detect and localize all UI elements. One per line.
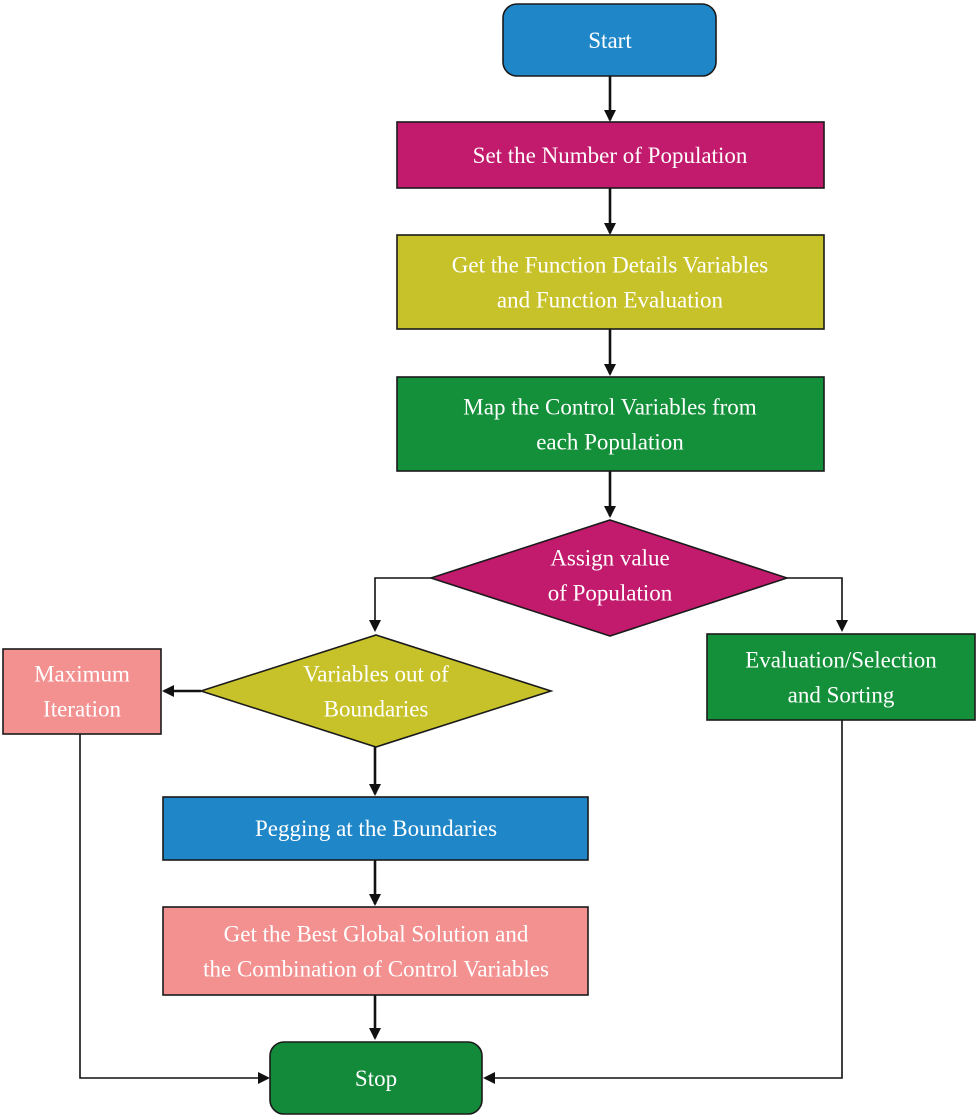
pegging-label: Pegging at the Boundaries	[255, 816, 497, 841]
node-label-line: Maximum	[34, 662, 130, 687]
best-solution-label: Get the Best Global Solution and the Comb…	[203, 922, 549, 982]
assign-value-shape	[428, 519, 790, 637]
node-variables-out: Variables out of Boundaries	[198, 634, 554, 748]
stop-shape	[269, 1041, 483, 1115]
node-label-line: Start	[588, 28, 632, 53]
node-evaluation-sorting: Evaluation/Selection and Sorting	[706, 633, 976, 721]
edge-assign-to-variables	[369, 577, 432, 632]
node-set-population: Set the Number of Population	[396, 121, 825, 189]
map-variables-shape	[396, 376, 825, 472]
variables-out-label: Variables out of Boundaries	[303, 662, 449, 722]
node-label-line: Set the Number of Population	[473, 143, 748, 168]
evaluation-sorting-shape	[706, 633, 976, 721]
node-get-function: Get the Function Details Variables and Fu…	[396, 234, 825, 330]
node-label-line: and Sorting	[788, 683, 895, 708]
evaluation-sorting-label: Evaluation/Selection and Sorting	[745, 648, 937, 708]
node-label-line: Get the Function Details Variables	[452, 253, 768, 278]
edge-maximum-to-stop	[79, 734, 270, 1084]
node-label-line: each Population	[536, 430, 684, 455]
pegging-shape	[162, 796, 589, 861]
node-assign-value: Assign value of Population	[428, 519, 790, 637]
node-label-line: Get the Best Global Solution and	[224, 922, 529, 947]
node-label-line: Assign value	[550, 546, 669, 571]
stop-label: Stop	[355, 1066, 397, 1091]
node-label-line: Stop	[355, 1066, 397, 1091]
node-label-line: Evaluation/Selection	[745, 648, 937, 673]
maximum-iteration-shape	[2, 648, 162, 735]
node-label-line: the Combination of Control Variables	[203, 957, 549, 982]
node-label-line: and Function Evaluation	[497, 288, 724, 313]
node-map-variables: Map the Control Variables from each Popul…	[396, 376, 825, 472]
assign-value-label: Assign value of Population	[548, 546, 673, 606]
set-population-shape	[396, 121, 825, 189]
set-population-label: Set the Number of Population	[473, 143, 748, 168]
node-label-line: Variables out of	[303, 662, 449, 687]
get-function-label: Get the Function Details Variables and Fu…	[452, 253, 768, 313]
node-label-line: Boundaries	[324, 697, 429, 722]
node-label-line: Map the Control Variables from	[463, 395, 757, 420]
edge-assign-to-evaluation	[786, 577, 848, 632]
node-label-line: Pegging at the Boundaries	[255, 816, 497, 841]
node-stop: Stop	[269, 1041, 483, 1115]
node-best-solution: Get the Best Global Solution and the Comb…	[162, 906, 589, 996]
get-function-shape	[396, 234, 825, 330]
node-label-line: Iteration	[43, 697, 121, 722]
start-shape	[502, 3, 717, 77]
node-start: Start	[502, 3, 717, 77]
connectors	[79, 76, 848, 1084]
start-label: Start	[588, 28, 632, 53]
variables-out-shape	[198, 634, 554, 748]
node-pegging: Pegging at the Boundaries	[162, 796, 589, 861]
edge-evaluation-to-stop	[483, 720, 843, 1084]
best-solution-shape	[162, 906, 589, 996]
map-variables-label: Map the Control Variables from each Popul…	[463, 395, 757, 455]
node-label-line: of Population	[548, 581, 673, 606]
